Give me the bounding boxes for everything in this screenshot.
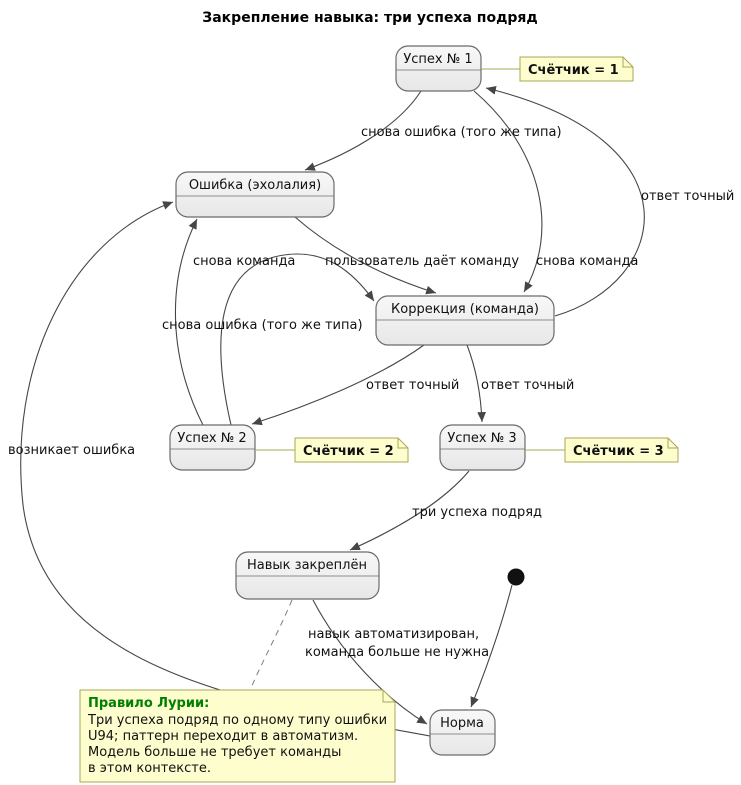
state-success1-label: Успех № 1 <box>403 52 472 67</box>
note-luria-line-1: Три успеха подряд по одному типу ошибки <box>87 713 387 728</box>
edge-success1-to-error <box>304 90 422 171</box>
state-error-box <box>175 171 335 218</box>
edge-label-error-occurs: возникает ошибка <box>8 443 135 458</box>
note-luria-line-4: в этом контексте. <box>88 761 211 776</box>
note-counter2-label: Счётчик = 2 <box>303 444 394 459</box>
state-consolidated: Навык закреплён <box>235 551 380 600</box>
edge-label-again-command-after-2: снова команда <box>193 254 295 269</box>
diagram-title: Закрепление навыка: три успеха подряд <box>202 10 537 26</box>
state-consolidated-box <box>235 551 380 600</box>
state-norm: Норма <box>429 709 496 756</box>
note-luria: Правило Лурии: Три успеха подряд по одно… <box>79 689 396 783</box>
edge-consolidated-to-luria-note <box>250 599 293 689</box>
state-success2-box <box>169 424 256 471</box>
state-norm-label: Норма <box>440 716 484 731</box>
note-counter3-fold-icon <box>667 438 678 449</box>
edge-label-automated-line2: команда больше не нужна <box>305 645 489 660</box>
note-counter3-body <box>564 437 679 463</box>
edge-label-user-gives-command: пользователь даёт команду <box>325 254 519 269</box>
edge-label-exact-answer-1: ответ точный <box>641 189 734 204</box>
edge-label-again-error-after-1: снова ошибка (того же типа) <box>361 125 562 140</box>
state-correction: Коррекция (команда) <box>375 295 555 346</box>
state-success3-label: Успех № 3 <box>447 431 516 446</box>
state-correction-box <box>375 295 555 346</box>
edge-correction-to-success1 <box>485 86 645 317</box>
edge-success3-to-consolidated <box>349 470 470 551</box>
edge-success2-to-correction <box>220 253 375 426</box>
edge-correction-to-success2 <box>251 344 425 426</box>
edge-initial-to-norm <box>470 584 513 708</box>
edge-consolidated-to-norm <box>312 599 428 725</box>
edge-error-to-correction <box>294 216 437 295</box>
edge-label-three-successes: три успеха подряд <box>412 505 542 520</box>
edge-correction-to-success3 <box>466 344 486 423</box>
state-success3: Успех № 3 <box>439 424 526 471</box>
note-counter1-fold-icon <box>622 57 633 68</box>
edge-label-again-error-after-2: снова ошибка (того же типа) <box>162 318 363 333</box>
edge-success2-to-error <box>174 218 204 426</box>
note-counter3: Счётчик = 3 <box>525 437 679 463</box>
state-success3-box <box>439 424 526 471</box>
state-norm-box <box>429 709 496 756</box>
note-luria-body <box>79 689 396 783</box>
note-counter3-label: Счётчик = 3 <box>573 444 664 459</box>
edge-label-exact-answer-3: ответ точный <box>481 378 574 393</box>
note-luria-line-3: Модель больше не требует команды <box>88 745 341 760</box>
state-success2: Успех № 2 <box>169 424 256 471</box>
note-counter1-body <box>519 56 634 82</box>
note-counter1-label: Счётчик = 1 <box>528 63 619 78</box>
edge-label-again-command-after-1: снова команда <box>536 254 638 269</box>
state-error-label: Ошибка (эхолалия) <box>189 178 321 193</box>
state-consolidated-label: Навык закреплён <box>247 558 367 573</box>
state-success2-label: Успех № 2 <box>177 431 246 446</box>
note-counter2-fold-icon <box>397 438 408 449</box>
state-success1: Успех № 1 <box>395 45 482 92</box>
note-counter2: Счётчик = 2 <box>255 437 409 463</box>
initial-state-dot <box>507 568 525 586</box>
note-luria-fold-icon <box>382 690 395 703</box>
edge-label-automated-line1: навык автоматизирован, <box>308 627 479 642</box>
note-counter2-body <box>294 437 409 463</box>
state-correction-label: Коррекция (команда) <box>391 302 539 317</box>
edge-success1-to-correction <box>473 90 543 293</box>
note-luria-line-2: U94; паттерн переходит в автоматизм. <box>88 729 358 744</box>
note-counter1: Счётчик = 1 <box>481 56 634 82</box>
note-luria-title: Правило Лурии: <box>88 696 209 711</box>
state-error: Ошибка (эхолалия) <box>175 171 335 218</box>
edge-label-exact-answer-2: ответ точный <box>366 378 459 393</box>
